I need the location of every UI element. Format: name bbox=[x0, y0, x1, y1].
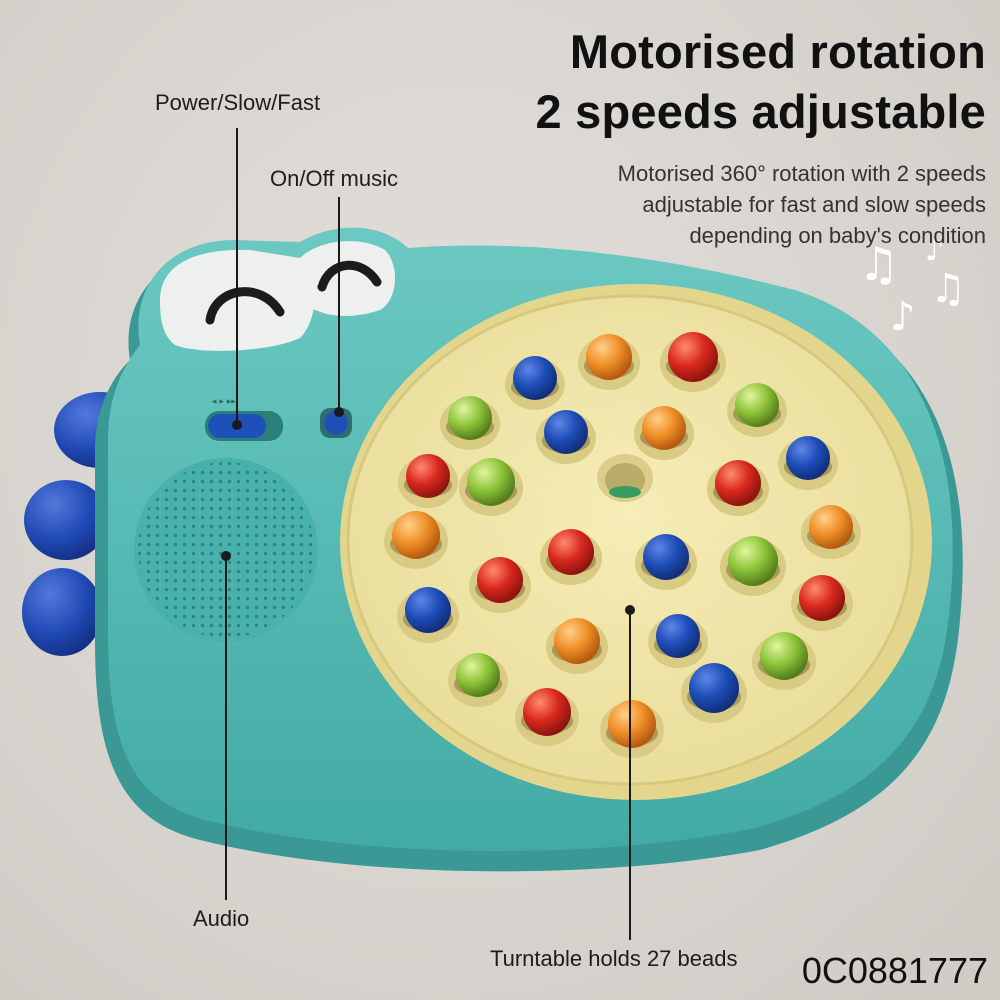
svg-text:♪: ♪ bbox=[925, 233, 944, 268]
bead bbox=[643, 534, 689, 580]
bead bbox=[548, 529, 594, 575]
bead bbox=[809, 505, 853, 549]
bead bbox=[656, 614, 700, 658]
bead bbox=[456, 653, 500, 697]
bead bbox=[760, 632, 808, 680]
callout-turntable: Turntable holds 27 beads bbox=[490, 946, 738, 971]
description-line-1: Motorised 360° rotation with 2 speeds bbox=[617, 161, 986, 186]
bead bbox=[608, 700, 656, 748]
bead bbox=[715, 460, 761, 506]
bead bbox=[405, 587, 451, 633]
callout-audio: Audio bbox=[193, 906, 250, 931]
svg-text:♫: ♫ bbox=[930, 266, 966, 312]
headline-line-2: 2 speeds adjustable bbox=[535, 85, 986, 138]
bead bbox=[642, 406, 686, 450]
bead bbox=[586, 334, 632, 380]
bead bbox=[523, 688, 571, 736]
music-button-icon[interactable] bbox=[320, 408, 352, 438]
product-code: 0C0881777 bbox=[801, 950, 988, 991]
bead bbox=[448, 396, 492, 440]
bead bbox=[513, 356, 557, 400]
music-notes-icon: ♫ ♪ ♪ ♫ bbox=[858, 233, 966, 340]
speaker-grille-icon bbox=[134, 458, 318, 642]
bead bbox=[477, 557, 523, 603]
bead bbox=[689, 663, 739, 713]
description-line-2: adjustable for fast and slow speeds bbox=[642, 192, 986, 217]
bead bbox=[467, 458, 515, 506]
bead-grid bbox=[384, 332, 861, 758]
bead bbox=[544, 410, 588, 454]
callout-lines bbox=[221, 128, 635, 940]
bead bbox=[392, 511, 440, 559]
bead bbox=[406, 454, 450, 498]
bead bbox=[735, 383, 779, 427]
bead bbox=[786, 436, 830, 480]
bead bbox=[668, 332, 718, 382]
svg-text:◂ ▸ ▸▸: ◂ ▸ ▸▸ bbox=[212, 397, 236, 407]
svg-text:♪: ♪ bbox=[890, 294, 916, 340]
bead bbox=[728, 536, 778, 586]
description-line-3: depending on baby's condition bbox=[689, 223, 986, 248]
svg-text:♫: ♫ bbox=[858, 237, 899, 291]
bead bbox=[554, 618, 600, 664]
callout-music: On/Off music bbox=[270, 166, 398, 191]
headline-line-1: Motorised rotation bbox=[569, 25, 986, 78]
callout-power: Power/Slow/Fast bbox=[155, 90, 321, 115]
bead bbox=[799, 575, 845, 621]
